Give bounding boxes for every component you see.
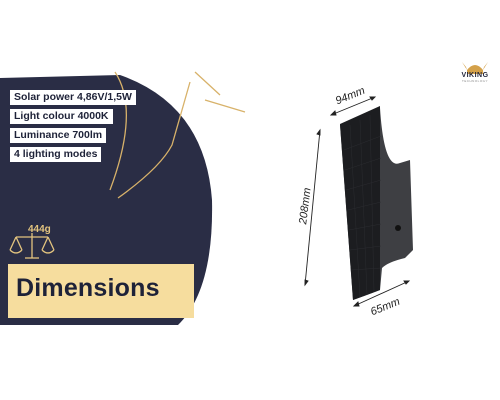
weight-label: 444g [28, 224, 51, 235]
brand-logo: VIKING TECHNOLOGY [455, 72, 495, 83]
balance-scale-icon [9, 233, 55, 259]
spec-lighting-modes: 4 lighting modes [10, 147, 102, 162]
dimensions-heading: Dimensions [16, 274, 160, 302]
spec-solar-power: Solar power 4,86V/1,5W [10, 90, 136, 105]
dimension-lines [304, 96, 411, 307]
product-lamp-image [340, 106, 413, 300]
spec-light-colour: Light colour 4000K [10, 109, 113, 124]
viking-helmet-icon [462, 62, 488, 74]
brand-name: VIKING [461, 72, 489, 79]
spec-luminance: Luminance 700lm [10, 128, 107, 143]
gold-accent-lines [109, 71, 246, 199]
brand-tagline: TECHNOLOGY [461, 79, 488, 83]
dimensions-banner [8, 264, 194, 318]
